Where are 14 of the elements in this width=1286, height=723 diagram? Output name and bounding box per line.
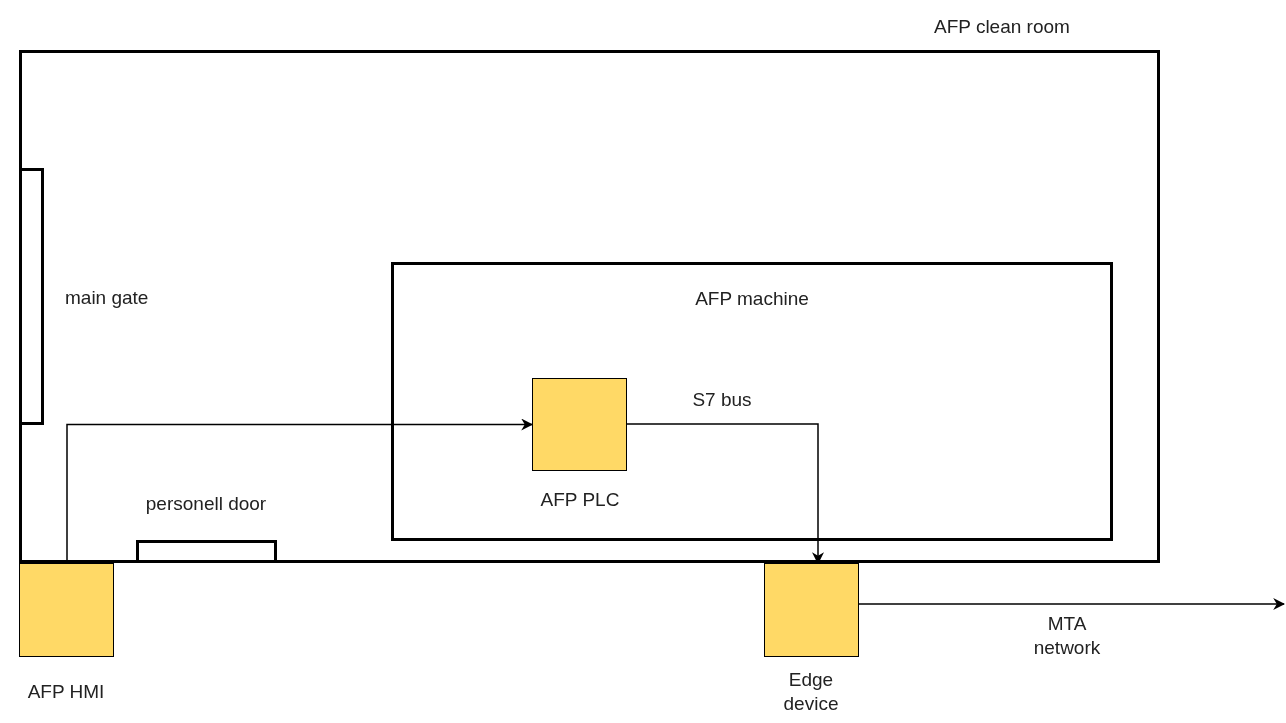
- node-label: AFP clean room: [934, 15, 1071, 39]
- node-caption: AFP PLC: [539, 488, 621, 512]
- node-caption: main gate: [65, 286, 150, 310]
- node-caption: personell door: [144, 492, 268, 516]
- device-box: [764, 563, 859, 657]
- node-caption: AFP HMI: [26, 680, 106, 704]
- outline-box: [136, 540, 277, 563]
- outline-box: [19, 168, 44, 425]
- connector-arrow: [858, 598, 1286, 610]
- device-box: [532, 378, 627, 471]
- node-label: AFP machine: [694, 287, 810, 311]
- machine-box: [391, 262, 1113, 541]
- node-caption: Edge device: [782, 668, 840, 716]
- device-box: [19, 563, 114, 657]
